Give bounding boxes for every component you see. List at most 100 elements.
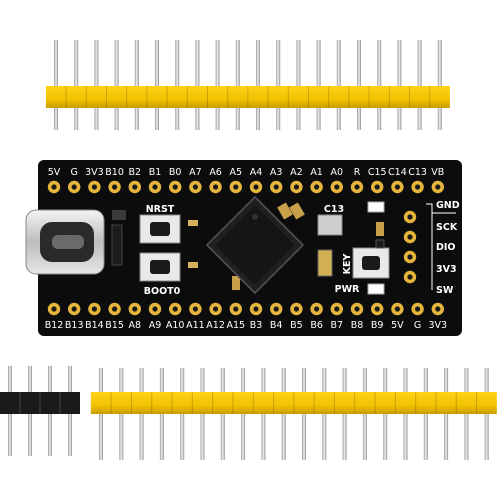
top-header-pin bbox=[256, 40, 260, 130]
pin-label: B10 bbox=[105, 167, 124, 178]
pad-hole bbox=[334, 184, 340, 190]
reset-button[interactable] bbox=[139, 214, 181, 244]
pin-label: A15 bbox=[227, 320, 246, 331]
pin-label: 3V3 bbox=[429, 320, 448, 331]
key-button[interactable] bbox=[352, 247, 390, 279]
pad-hole bbox=[415, 306, 421, 312]
top-header-pin bbox=[235, 40, 240, 130]
top-header-pin bbox=[316, 40, 321, 130]
smd-part bbox=[289, 202, 305, 220]
pad-hole bbox=[415, 184, 421, 190]
pwr-led bbox=[367, 283, 385, 295]
pin-label: R bbox=[354, 167, 361, 178]
pad-hole bbox=[293, 184, 299, 190]
top-header-pin bbox=[74, 40, 79, 130]
pin-label: A2 bbox=[290, 167, 303, 178]
pin-label: VB bbox=[431, 167, 444, 178]
crystal bbox=[317, 214, 343, 236]
pwr-led-label: PWR bbox=[335, 284, 360, 295]
pad-hole bbox=[253, 306, 259, 312]
pin-label: B8 bbox=[351, 320, 364, 331]
key-label: KEY bbox=[342, 254, 353, 275]
pad-hole bbox=[233, 184, 239, 190]
pin-label: A11 bbox=[186, 320, 205, 331]
pad-hole bbox=[152, 306, 158, 312]
pin-label: B12 bbox=[45, 320, 64, 331]
swd-label: DIO bbox=[436, 242, 456, 253]
pin-label: G bbox=[414, 320, 421, 331]
pad-hole bbox=[152, 184, 158, 190]
pad-hole bbox=[394, 184, 400, 190]
pin-label: A5 bbox=[230, 167, 243, 178]
top-header-pin bbox=[417, 40, 422, 130]
top-header-pin bbox=[134, 40, 139, 130]
pin-label: C14 bbox=[388, 167, 407, 178]
top-header-pin bbox=[357, 40, 361, 130]
pin-label: A12 bbox=[206, 320, 225, 331]
pad-hole bbox=[293, 306, 299, 312]
top-header-pin bbox=[397, 40, 402, 130]
top-header-pin bbox=[215, 40, 220, 130]
top-header-plastic bbox=[45, 86, 450, 108]
smd-part bbox=[376, 222, 384, 236]
mcu-chip bbox=[205, 195, 305, 295]
swd-pad-hole bbox=[407, 254, 413, 260]
swd-pad-hole bbox=[407, 274, 413, 280]
pad-hole bbox=[192, 306, 198, 312]
pin-label: A4 bbox=[250, 167, 263, 178]
pin-label: A7 bbox=[189, 167, 202, 178]
pad-hole bbox=[213, 306, 219, 312]
pin-label: A6 bbox=[209, 167, 222, 178]
pad-hole bbox=[435, 184, 441, 190]
pin-label: C15 bbox=[368, 167, 387, 178]
swd-label: 3V3 bbox=[436, 264, 457, 275]
swd-label: SW bbox=[436, 285, 454, 296]
nrst-label: NRST bbox=[146, 204, 175, 215]
top-header-pin bbox=[94, 40, 99, 130]
swd-bracket bbox=[426, 203, 456, 214]
top-pad-row bbox=[47, 180, 444, 194]
pin-label: B14 bbox=[85, 320, 104, 331]
pad-hole bbox=[172, 184, 178, 190]
pin-label: B15 bbox=[105, 320, 124, 331]
swd-label: GND bbox=[436, 200, 460, 211]
pad-hole bbox=[132, 306, 138, 312]
pad-hole bbox=[273, 184, 279, 190]
pad-hole bbox=[132, 184, 138, 190]
pin-label: B4 bbox=[270, 320, 283, 331]
pin-label: B6 bbox=[310, 320, 323, 331]
pad-hole bbox=[51, 184, 57, 190]
bottom-header-plastic bbox=[90, 392, 497, 414]
top-header-pin bbox=[377, 40, 382, 130]
pin-label: B1 bbox=[149, 167, 162, 178]
top-pin-header bbox=[45, 40, 450, 130]
boot0-button[interactable] bbox=[139, 252, 181, 282]
pin-label: B9 bbox=[371, 320, 384, 331]
smd-part bbox=[277, 202, 293, 220]
pad-hole bbox=[354, 306, 360, 312]
pad-hole bbox=[112, 184, 118, 190]
ldo-regulator bbox=[111, 224, 123, 266]
swd-label: SCK bbox=[436, 222, 458, 233]
c13-led bbox=[367, 201, 385, 213]
pad-hole bbox=[394, 306, 400, 312]
pin-label: 5V bbox=[48, 167, 61, 178]
pin-label: B0 bbox=[169, 167, 182, 178]
top-header-pin bbox=[175, 40, 180, 130]
top-header-pin bbox=[114, 40, 119, 130]
pin-label: A3 bbox=[270, 167, 283, 178]
pin-label: A10 bbox=[166, 320, 185, 331]
c13-led-label: C13 bbox=[324, 204, 344, 215]
pad-hole bbox=[314, 306, 320, 312]
pad-hole bbox=[91, 306, 97, 312]
pad-hole bbox=[172, 306, 178, 312]
pin-label: A1 bbox=[310, 167, 323, 178]
swd-pad-hole bbox=[407, 214, 413, 220]
smd-part bbox=[232, 276, 240, 290]
pad-hole bbox=[374, 184, 380, 190]
swd-pad-column bbox=[403, 210, 417, 284]
